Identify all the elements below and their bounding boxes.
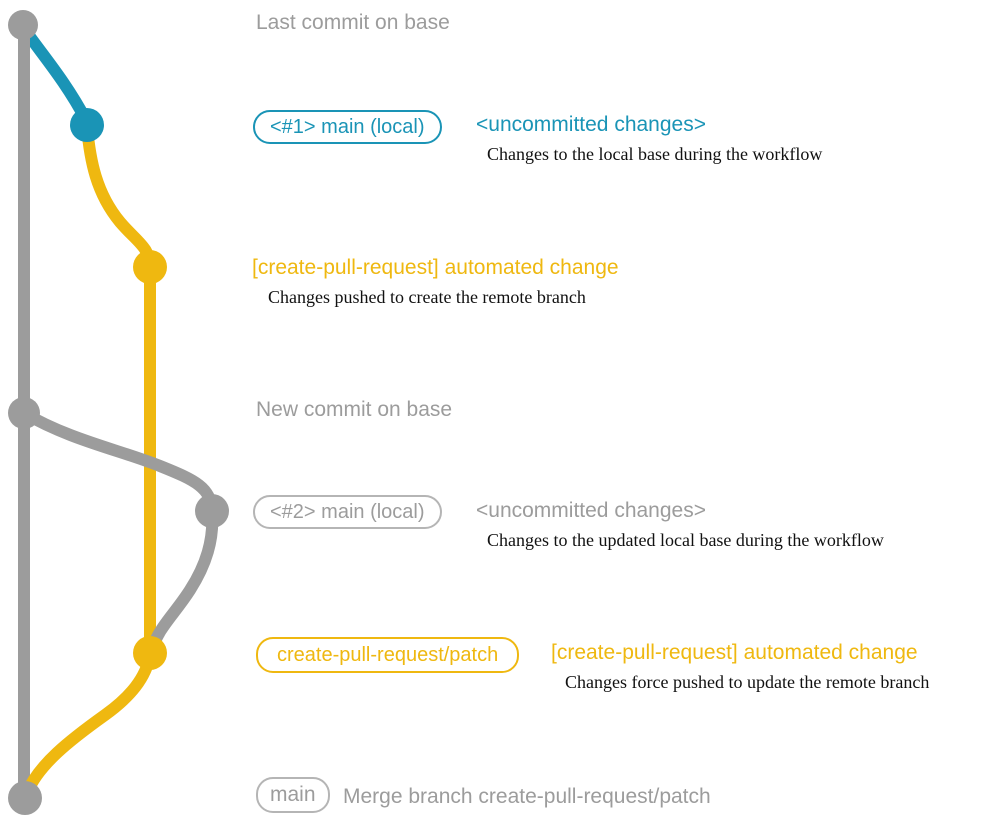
gray-rebase-branch [18,407,219,656]
commit-dot-last-base [8,10,38,40]
label-merge-commit: Merge branch create-pull-request/patch [343,785,711,808]
label-new-commit: New commit on base [256,398,453,421]
caption-updated-local-base: Changes to the updated local base during… [487,530,884,550]
commit-dot-new-base [8,397,40,429]
badge-main: main [256,777,330,813]
yellow-branch-upper [81,121,156,659]
blue-branch [17,21,92,126]
badge-main-local-2: <#2> main (local) [253,495,442,529]
badge-main-local-1: <#1> main (local) [253,110,442,144]
caption-pushed-create: Changes pushed to create the remote bran… [268,287,586,307]
caption-local-base: Changes to the local base during the wor… [487,144,823,164]
commit-dot-automated-2 [133,636,167,670]
annotation-uncommitted-2: <uncommitted changes> [476,499,706,522]
caption-force-pushed: Changes force pushed to update the remot… [565,672,930,692]
annotation-automated-1: [create-pull-request] automated change [252,256,619,279]
commit-dot-merge [8,781,42,815]
commit-dot-automated-1 [133,250,167,284]
commit-dot-main-2 [195,494,229,528]
commit-dot-main-1 [70,108,104,142]
badge-cpr-patch: create-pull-request/patch [256,637,520,673]
label-last-commit: Last commit on base [256,11,450,34]
annotation-uncommitted-1: <uncommitted changes> [476,113,706,136]
yellow-branch-merge [21,649,156,799]
annotation-automated-2: [create-pull-request] automated change [551,641,918,664]
